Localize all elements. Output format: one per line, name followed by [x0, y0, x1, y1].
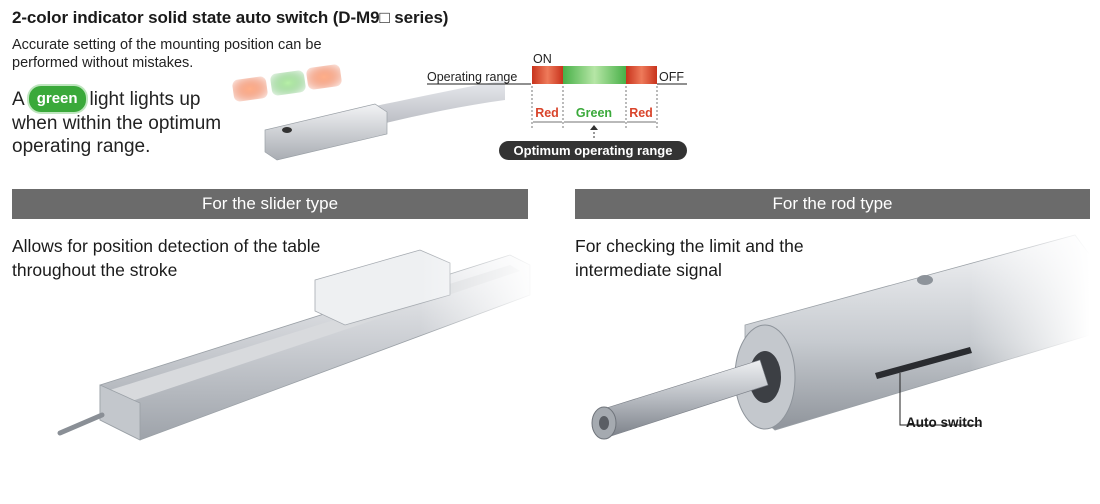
operating-range-diagram: ON Operating range OFF Red Green Red Opt…: [427, 52, 687, 160]
page-title: 2-color indicator solid state auto switc…: [12, 8, 449, 27]
rod-type-header: For the rod type: [575, 189, 1090, 219]
optimum-arrowhead-icon: [590, 125, 598, 130]
slider-cable-shape: [57, 412, 105, 436]
slider-type-description: Allows for position detection of the tab…: [12, 236, 321, 280]
green-pill-badge: green: [28, 86, 86, 112]
port-shape: [917, 275, 933, 285]
auto-switch-product-image: [232, 64, 505, 161]
segment-label-red-right: Red: [629, 106, 653, 120]
green-line-suffix: light lights up when within the optimum …: [12, 89, 222, 157]
rod-end-hole-shape: [599, 416, 609, 430]
slider-actuator-image: [57, 225, 540, 495]
operating-range-label: Operating range: [427, 70, 517, 84]
segment-label-green: Green: [576, 106, 612, 120]
red-segment-left: [532, 66, 563, 84]
end-plate-shape: [99, 384, 141, 441]
green-line-prefix: A: [12, 89, 25, 110]
screw-hole-shape: [282, 127, 292, 133]
auto-switch-shape: [875, 347, 972, 379]
auto-switch-callout: Auto switch: [906, 415, 983, 430]
green-segment: [563, 66, 626, 84]
fade-overlay: [420, 225, 540, 495]
red-segment-right: [626, 66, 657, 84]
green-led-icon: [270, 70, 306, 96]
off-label: OFF: [659, 70, 684, 84]
rod-type-description: For checking the limit and the intermedi…: [575, 236, 804, 280]
red-led-left-icon: [232, 76, 268, 102]
optimum-range-label: Optimum operating range: [514, 143, 673, 158]
cable-shape: [365, 80, 505, 126]
switch-body-shape: [264, 103, 388, 161]
slider-type-header: For the slider type: [12, 189, 528, 219]
red-led-right-icon: [306, 64, 342, 90]
auto-switch-leader-line: [899, 373, 980, 426]
guide-lines: [531, 86, 658, 128]
segment-label-red-left: Red: [535, 106, 559, 120]
fade-overlay-rod: [970, 225, 1090, 495]
on-label: ON: [533, 52, 552, 66]
optimum-range-pill: [499, 141, 687, 160]
page-subtitle: Accurate setting of the mounting positio…: [12, 37, 322, 71]
rod-actuator-image: [591, 225, 1090, 495]
